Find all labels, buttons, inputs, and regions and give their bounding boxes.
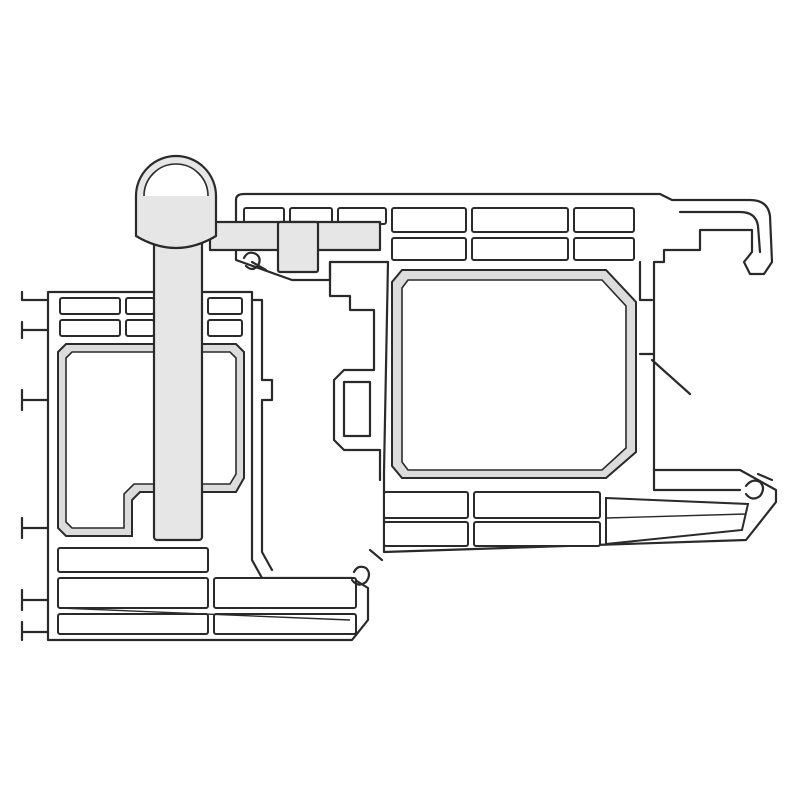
- frame-chamber: [207, 297, 243, 315]
- sash-chamber: [391, 237, 467, 261]
- sash-chamber: [471, 237, 569, 261]
- frame-divider: [59, 607, 351, 621]
- sash-chamber: [573, 237, 635, 261]
- frame-chamber: [57, 547, 209, 573]
- gasket-seal-icon: [242, 251, 268, 272]
- frame-fin-2: [20, 320, 50, 340]
- sash-divider: [605, 513, 747, 519]
- frame-fin-5: [20, 588, 50, 612]
- frame-chamber: [57, 577, 209, 609]
- sash-inner-web: [638, 260, 742, 492]
- gasket-seal-icon: [350, 548, 384, 586]
- handle-neck: [134, 196, 218, 250]
- handle-bar: [152, 208, 204, 542]
- frame-chamber: [207, 319, 243, 337]
- lock-keep: [276, 220, 320, 274]
- frame-chamber: [59, 319, 121, 337]
- sash-steel-inner: [401, 279, 627, 471]
- sash-chamber: [391, 207, 467, 233]
- glazing-bead-line: [650, 358, 692, 396]
- frame-fin-4: [20, 516, 50, 540]
- sash-chamber: [605, 496, 750, 546]
- frame-chamber: [125, 297, 155, 315]
- handle-hardware: [134, 154, 382, 542]
- sash-inner-web: [328, 260, 382, 482]
- sash-chamber: [473, 491, 601, 519]
- gaskets: [242, 251, 774, 586]
- frame-chamber: [59, 297, 121, 315]
- gasket-seal-icon: [744, 472, 774, 500]
- sash-chamber: [383, 521, 469, 547]
- frame-chamber: [57, 613, 209, 635]
- sash-chamber: [471, 207, 569, 233]
- frame-chamber: [213, 577, 357, 609]
- sash-inner-web: [342, 380, 372, 438]
- frame-fin-6: [20, 620, 50, 642]
- frame-fin-3: [20, 388, 50, 412]
- sash-chamber: [573, 207, 635, 233]
- sash-top-hook: [678, 210, 762, 254]
- frame-inner-web: [250, 298, 274, 572]
- sash-chamber: [383, 491, 469, 519]
- sash-chamber: [473, 521, 601, 547]
- frame-fin-top: [20, 290, 50, 302]
- sash-profile: [234, 192, 778, 554]
- frame-chamber: [125, 319, 155, 337]
